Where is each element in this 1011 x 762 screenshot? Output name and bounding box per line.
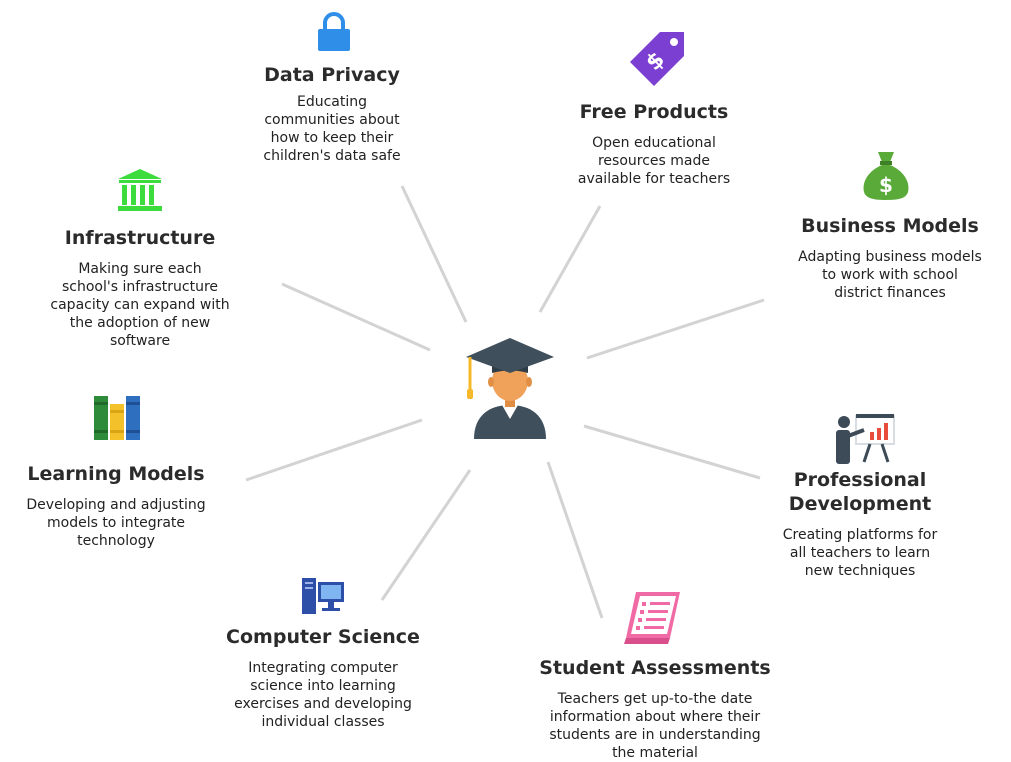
presentation-board-icon <box>836 414 895 464</box>
node-description: Integrating computer science into learni… <box>234 660 412 730</box>
money-bag-icon: $ <box>863 152 909 200</box>
node-title: Student Assessments <box>539 657 771 679</box>
node-title: Learning Models <box>27 463 205 485</box>
node-title: Data Privacy <box>264 64 400 86</box>
node-description: Educating communities about how to keep … <box>263 94 401 164</box>
lock-icon <box>318 12 350 51</box>
node-description: Adapting business models to work with sc… <box>798 249 982 301</box>
node-title: Computer Science <box>226 626 420 648</box>
node-learning-models: Learning Models Developing and adjusting… <box>0 462 232 550</box>
node-title: Professional Development <box>788 469 932 515</box>
node-computer-science: Computer Science Integrating computer sc… <box>210 625 436 731</box>
node-title: Free Products <box>579 101 729 123</box>
node-student-assessments: Student Assessments Teachers get up-to-t… <box>518 656 792 762</box>
svg-text:$: $ <box>879 173 893 197</box>
spoke-computer-science <box>380 469 472 601</box>
node-title: Business Models <box>801 215 979 237</box>
spoke-free-products <box>538 205 602 313</box>
spoke-student-assessments <box>546 461 604 619</box>
spoke-data-privacy <box>400 185 468 323</box>
node-free-products: Free Products Open educational resources… <box>552 100 756 188</box>
spoke-business-models <box>586 298 765 360</box>
spoke-learning-models <box>245 418 423 482</box>
spoke-infrastructure <box>281 282 431 352</box>
desktop-computer-icon <box>302 578 344 614</box>
building-columns-icon <box>118 169 162 211</box>
node-description: Making sure each school's infrastructure… <box>50 261 230 349</box>
node-data-privacy: Data Privacy Educating communities about… <box>234 63 430 165</box>
node-professional-development: Professional Development Creating platfo… <box>760 468 960 580</box>
test-paper-icon <box>624 592 680 644</box>
books-icon <box>94 396 140 440</box>
graduate-icon <box>466 338 554 439</box>
price-tag-icon: $ <box>630 32 684 86</box>
node-description: Creating platforms for all teachers to l… <box>782 527 938 579</box>
node-infrastructure: Infrastructure Making sure each school's… <box>24 226 256 350</box>
node-description: Developing and adjusting models to integ… <box>26 497 206 549</box>
node-title: Infrastructure <box>64 227 216 249</box>
node-description: Teachers get up-to-the date information … <box>549 691 761 761</box>
spoke-professional-development <box>583 424 761 480</box>
node-description: Open educational resources made availabl… <box>577 135 731 187</box>
node-business-models: Business Models Adapting business models… <box>770 214 1010 302</box>
